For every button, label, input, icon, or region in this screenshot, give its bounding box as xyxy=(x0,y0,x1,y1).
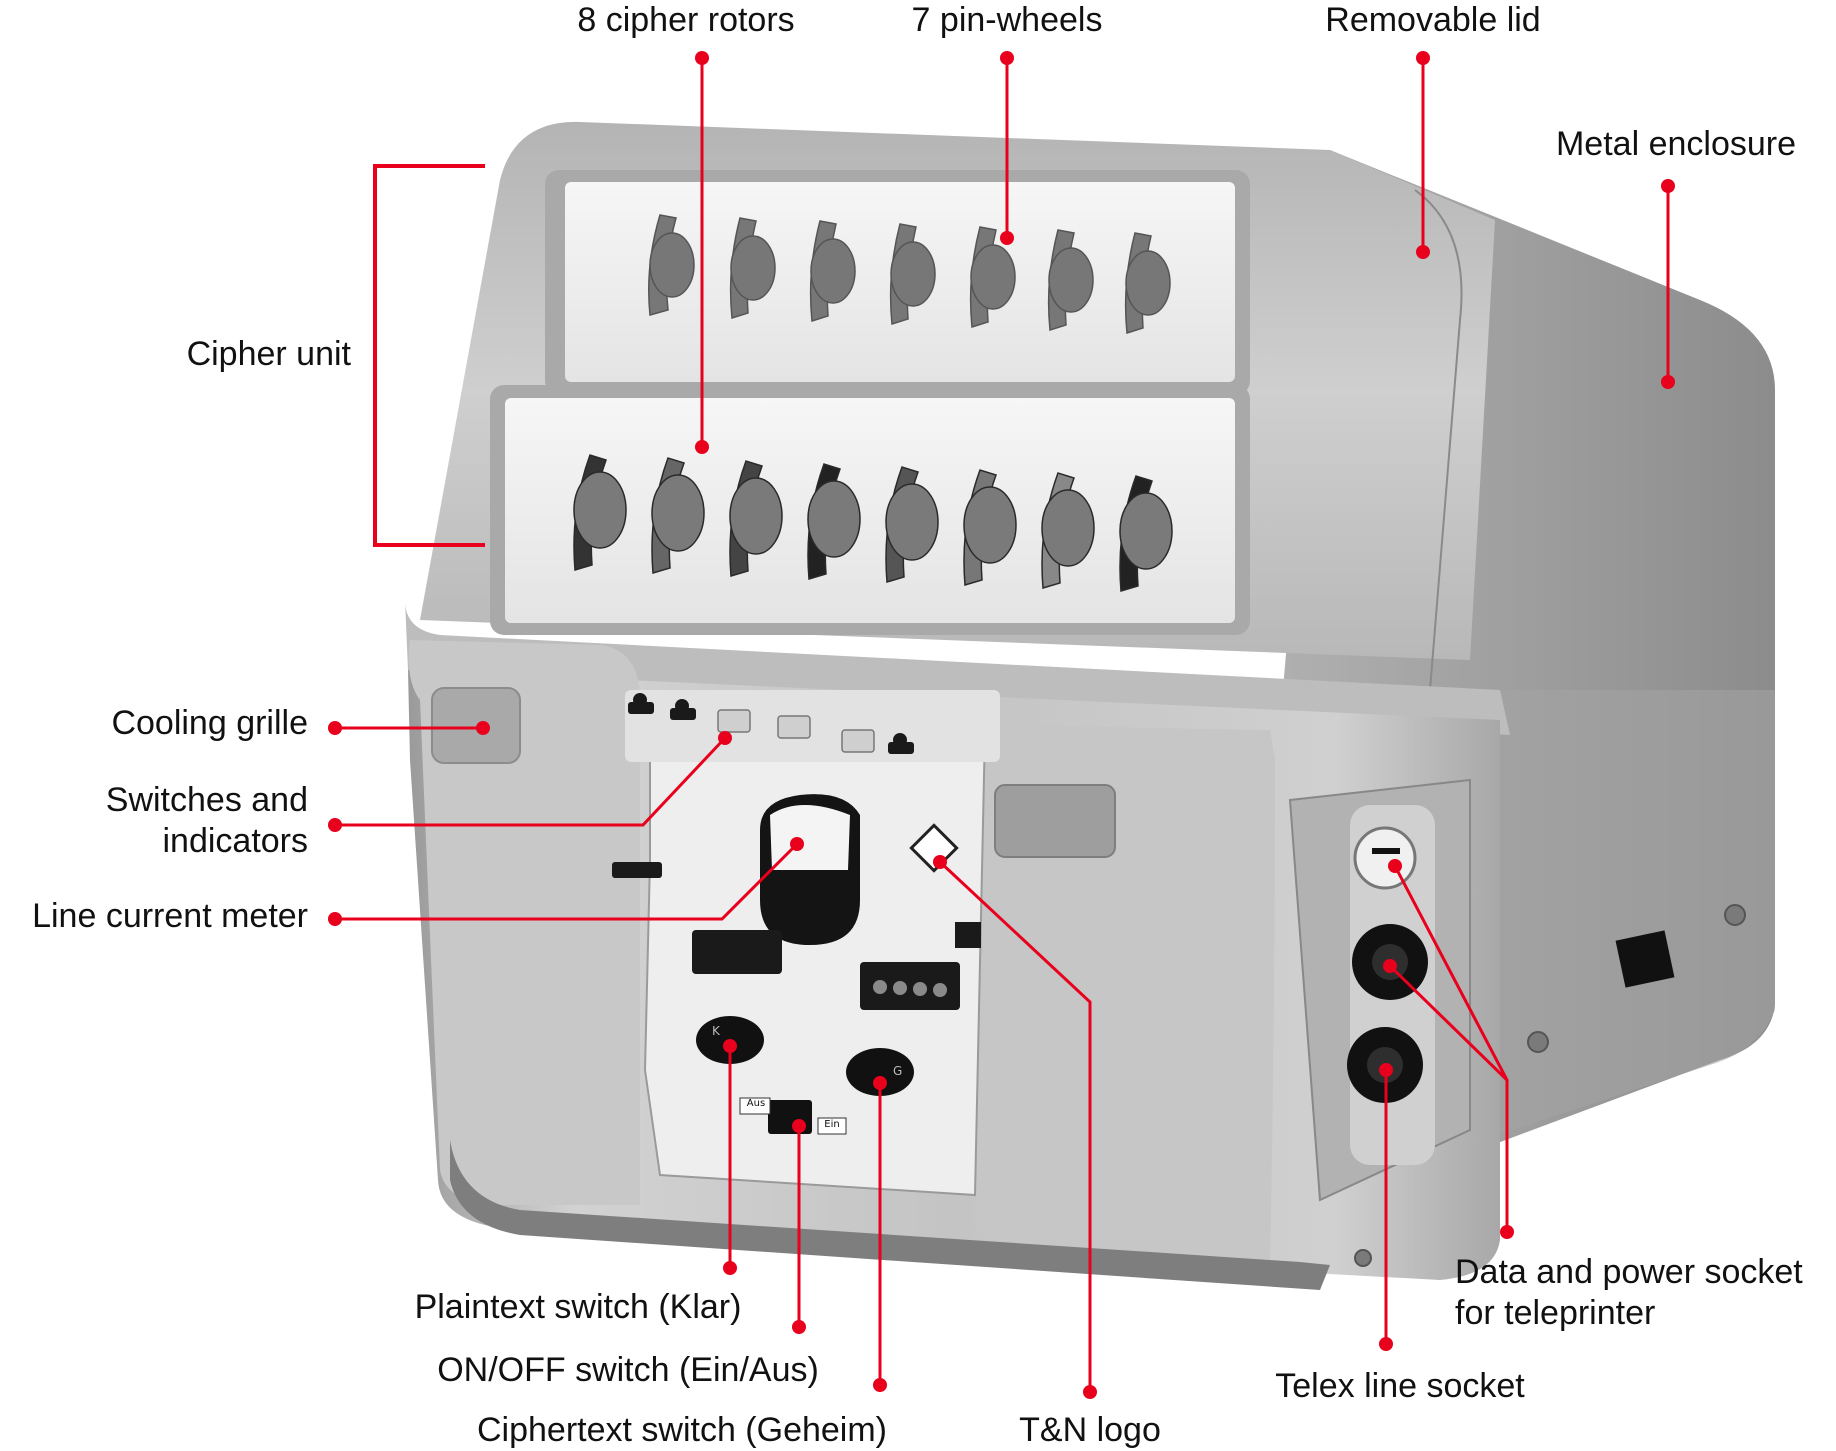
right-pillar xyxy=(975,725,1275,1265)
dot-telex xyxy=(1379,1337,1393,1351)
dot-metal-enclosure-end xyxy=(1661,375,1675,389)
dot-on-off-end xyxy=(792,1119,806,1133)
counter-left xyxy=(692,930,782,974)
dot-ciphertext-end xyxy=(873,1076,887,1090)
label-data-power-line2: for teleprinter xyxy=(1455,1294,1656,1332)
dot-removable-lid-end xyxy=(1416,245,1430,259)
label-pin-wheels: 7 pin-wheels xyxy=(911,1,1103,39)
dot-cipher-rotors-end xyxy=(695,440,709,454)
dot-data-power-end-b xyxy=(1383,959,1397,973)
dot-ciphertext xyxy=(873,1378,887,1392)
dot-tn-logo-end xyxy=(933,855,947,869)
label-switches-line1: Switches and xyxy=(105,781,308,819)
dot-removable-lid xyxy=(1416,51,1430,65)
dot-switches-end xyxy=(718,731,732,745)
counter-right-dials xyxy=(873,980,947,997)
dot-on-off xyxy=(792,1320,806,1334)
dot-telex-end xyxy=(1379,1063,1393,1077)
cooling-grille-left xyxy=(431,687,521,764)
label-cooling-grille: Cooling grille xyxy=(111,704,308,742)
key-k-text: K xyxy=(712,1024,720,1038)
line-current-meter xyxy=(760,794,860,945)
on-off-switch-body xyxy=(768,1100,812,1134)
cooling-grille-right xyxy=(994,784,1116,858)
dot-line-meter xyxy=(328,912,342,926)
sockets xyxy=(1347,826,1428,1103)
dot-switches xyxy=(328,818,342,832)
counter-right xyxy=(860,962,960,1010)
dot-tn-logo xyxy=(1083,1385,1097,1399)
base-plinth xyxy=(450,1140,1330,1290)
indicator-lamps xyxy=(717,709,875,753)
label-removable-lid: Removable lid xyxy=(1325,1,1541,39)
label-switches-indicators: Switches and indicators xyxy=(106,780,308,862)
dot-plaintext xyxy=(723,1261,737,1275)
dot-data-power-end-a xyxy=(1388,859,1402,873)
dot-pin-wheels-end xyxy=(1000,231,1014,245)
label-switches-line2: indicators xyxy=(162,822,308,860)
dot-cipher-rotors xyxy=(695,51,709,65)
lid-shoulder xyxy=(405,600,1510,735)
callout-data-power-b xyxy=(1388,964,1509,1082)
callout-line-meter xyxy=(335,842,799,921)
right-panel-slot xyxy=(955,922,981,948)
dot-line-meter-end xyxy=(790,837,804,851)
side-bolts xyxy=(1354,904,1746,1267)
label-data-power-line1: Data and power socket xyxy=(1455,1253,1803,1291)
label-metal-enclosure: Metal enclosure xyxy=(1555,125,1796,163)
dot-metal-enclosure xyxy=(1661,179,1675,193)
left-slot xyxy=(612,862,662,878)
key-g-text: G xyxy=(893,1064,903,1078)
dot-data-power xyxy=(1500,1225,1514,1239)
pin-wheels xyxy=(648,214,1171,334)
dot-pin-wheels xyxy=(1000,51,1014,65)
callouts xyxy=(328,51,1675,1399)
aus-plate xyxy=(739,1097,771,1115)
cipher-unit-bracket xyxy=(373,164,485,547)
label-data-power-socket: Data and power socket for teleprinter xyxy=(1455,1252,1803,1334)
label-telex-socket: Telex line socket xyxy=(1275,1367,1525,1405)
ein-plate xyxy=(817,1117,847,1135)
dot-cooling-grille-end xyxy=(476,721,490,735)
callout-tn-logo xyxy=(938,860,1092,1392)
label-ciphertext-switch: Ciphertext switch (Geheim) xyxy=(476,1411,888,1449)
dot-cooling-grille xyxy=(328,721,342,735)
switch-ein-text: Ein xyxy=(824,1119,840,1130)
switch-aus-text: Aus xyxy=(746,1098,766,1109)
side-nameplate xyxy=(1615,930,1675,988)
label-plaintext-switch: Plaintext switch (Klar) xyxy=(414,1288,742,1326)
label-on-off-switch: ON/OFF switch (Ein/Aus) xyxy=(437,1351,819,1389)
label-cipher-rotors: 8 cipher rotors xyxy=(577,1,795,39)
left-pillar xyxy=(408,640,640,1205)
ciphertext-key xyxy=(846,1048,914,1096)
dot-plaintext-end xyxy=(723,1039,737,1053)
label-line-current-meter: Line current meter xyxy=(32,897,308,935)
label-tn-logo: T&N logo xyxy=(1019,1411,1161,1449)
cipher-rotors xyxy=(573,454,1173,592)
toggle-switches xyxy=(628,693,914,754)
lid-seam xyxy=(1414,189,1463,691)
label-cipher-unit: Cipher unit xyxy=(186,335,351,373)
callout-switches xyxy=(335,736,727,827)
